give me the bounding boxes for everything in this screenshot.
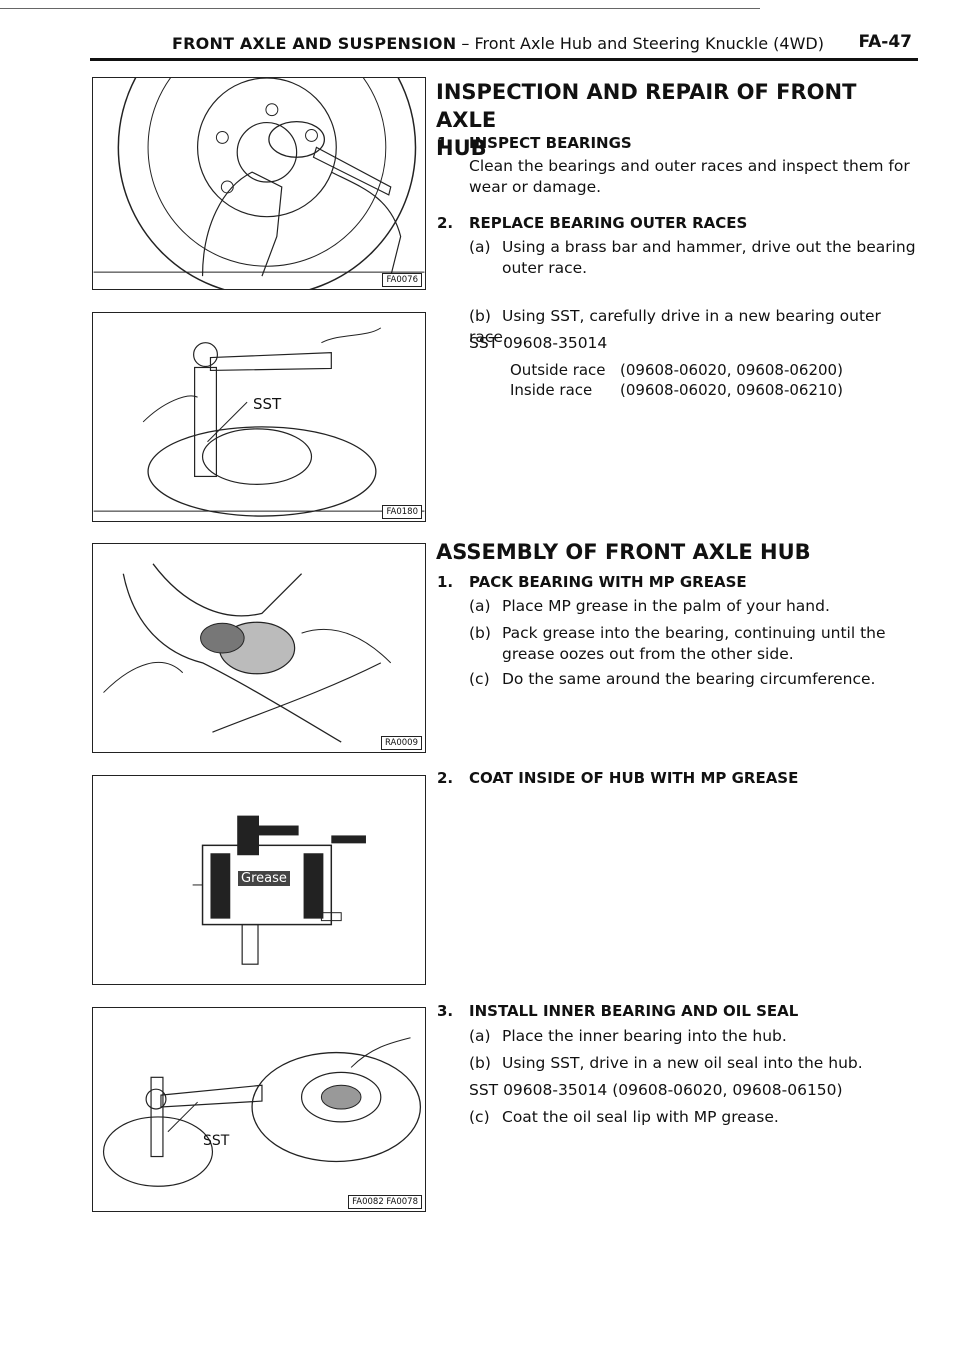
section-title-line: INSPECTION AND REPAIR OF FRONT AXLE bbox=[436, 80, 857, 132]
figure-hub-grease: Grease bbox=[92, 775, 426, 985]
sst-number: SST 09608-35014 bbox=[469, 334, 608, 352]
race-inside: Inside race (09608-06020, 09608-06210) bbox=[510, 380, 843, 400]
step-text: Clean the bearings and outer races and i… bbox=[469, 156, 919, 198]
step-number: 1. bbox=[437, 134, 454, 152]
text-line: grease oozes out from the other side. bbox=[502, 645, 794, 663]
header-title-bold: FRONT AXLE AND SUSPENSION bbox=[172, 34, 457, 53]
sst-label: SST bbox=[203, 1133, 230, 1149]
race-label: Inside race bbox=[510, 381, 593, 399]
figure-code: FA0076 bbox=[382, 273, 422, 287]
step-title: INSPECT BEARINGS bbox=[469, 134, 632, 152]
figure-code: FA0180 bbox=[382, 505, 422, 519]
substep-a: (a) Using a brass bar and hammer, drive o… bbox=[469, 237, 919, 279]
figure-install-seal: SST FA0082 FA0078 bbox=[92, 1007, 426, 1212]
hub-cross-section-illustration bbox=[192, 815, 366, 965]
text-line: Using SST, carefully drive in a new bear… bbox=[469, 307, 881, 346]
substep-b: (b)Using SST, carefully drive in a new b… bbox=[469, 306, 919, 348]
text-line: Pack grease into the bearing, continuing… bbox=[502, 624, 886, 642]
figure-inspect-bearings: FA0076 bbox=[92, 77, 426, 290]
step-replace-races: 2. REPLACE BEARING OUTER RACES bbox=[437, 213, 747, 233]
text-line: Coat the oil seal lip with MP grease. bbox=[502, 1108, 779, 1126]
step-number: 3. bbox=[437, 1002, 454, 1020]
substep-label: (b) bbox=[469, 624, 491, 642]
text-line: outer race. bbox=[502, 259, 588, 277]
seal-installation-illustration bbox=[102, 1037, 422, 1187]
header-title-rest: – Front Axle Hub and Steering Knuckle (4… bbox=[456, 34, 824, 53]
race-outside: Outside race (09608-06020, 09608-06200) bbox=[510, 360, 843, 380]
substep-label: (b) bbox=[469, 1054, 491, 1072]
header-rule bbox=[90, 58, 918, 61]
text-line: Using a brass bar and hammer, drive out … bbox=[502, 238, 916, 256]
sst-press-illustration bbox=[93, 327, 425, 517]
figure-code: RA0009 bbox=[380, 736, 422, 750]
section-title-assembly: ASSEMBLY OF FRONT AXLE HUB bbox=[436, 540, 811, 564]
substep-a: (a) Place the inner bearing into the hub. bbox=[469, 1026, 919, 1047]
figure-code: FA0082 FA0078 bbox=[348, 1195, 422, 1209]
substep-b: (b) Using SST, drive in a new oil seal in… bbox=[469, 1053, 919, 1074]
substep-label: (a) bbox=[469, 238, 491, 256]
bearing-hub-illustration bbox=[93, 78, 425, 289]
text-line: Do the same around the bearing circumfer… bbox=[502, 670, 876, 688]
race-value: (09608-06020, 09608-06210) bbox=[620, 381, 843, 399]
sst-label: SST bbox=[253, 395, 282, 413]
substep-c: (c) Coat the oil seal lip with MP grease. bbox=[469, 1107, 919, 1128]
sst-number: SST 09608-35014 (09608-06020, 09608-0615… bbox=[469, 1081, 843, 1099]
header-title: FRONT AXLE AND SUSPENSION – Front Axle H… bbox=[172, 34, 824, 53]
step-title: INSTALL INNER BEARING AND OIL SEAL bbox=[469, 1002, 799, 1020]
substep-label: (b) bbox=[469, 307, 491, 325]
step-title: PACK BEARING WITH MP GREASE bbox=[469, 573, 747, 591]
substep-b: (b) Pack grease into the bearing, continu… bbox=[469, 623, 919, 665]
step-number: 2. bbox=[437, 769, 454, 787]
text-line: Clean the bearings and outer races and i… bbox=[469, 157, 910, 175]
substep-label: (c) bbox=[469, 670, 490, 688]
text-line: Place MP grease in the palm of your hand… bbox=[502, 597, 830, 615]
step-inspect-bearings: 1. INSPECT BEARINGS bbox=[437, 133, 632, 153]
top-hairline bbox=[0, 8, 760, 9]
text-line: wear or damage. bbox=[469, 178, 602, 196]
page-number: FA-47 bbox=[858, 32, 912, 52]
race-label: Outside race bbox=[510, 361, 606, 379]
text-line: Using SST, drive in a new oil seal into … bbox=[502, 1054, 863, 1072]
step-title: REPLACE BEARING OUTER RACES bbox=[469, 214, 748, 232]
race-value: (09608-06020, 09608-06200) bbox=[620, 361, 843, 379]
hand-bearing-illustration bbox=[103, 563, 392, 743]
step-pack-bearing: 1. PACK BEARING WITH MP GREASE bbox=[437, 572, 747, 592]
step-number: 1. bbox=[437, 573, 454, 591]
figure-pack-grease: RA0009 bbox=[92, 543, 426, 753]
grease-label: Grease bbox=[238, 871, 290, 886]
step-number: 2. bbox=[437, 214, 454, 232]
page-header: FRONT AXLE AND SUSPENSION – Front Axle H… bbox=[90, 28, 920, 62]
step-install-seal: 3. INSTALL INNER BEARING AND OIL SEAL bbox=[437, 1001, 798, 1021]
substep-label: (a) bbox=[469, 597, 491, 615]
text-line: Place the inner bearing into the hub. bbox=[502, 1027, 787, 1045]
step-title: COAT INSIDE OF HUB WITH MP GREASE bbox=[469, 769, 799, 787]
section-title-line: HUB bbox=[436, 136, 487, 160]
substep-a: (a) Place MP grease in the palm of your h… bbox=[469, 596, 919, 617]
figure-replace-races: SST FA0180 bbox=[92, 312, 426, 522]
section-title-inspection: INSPECTION AND REPAIR OF FRONT AXLE HUB bbox=[436, 78, 916, 162]
step-coat-hub: 2. COAT INSIDE OF HUB WITH MP GREASE bbox=[437, 768, 798, 788]
substep-label: (a) bbox=[469, 1027, 491, 1045]
substep-label: (c) bbox=[469, 1108, 490, 1126]
substep-c: (c) Do the same around the bearing circum… bbox=[469, 669, 919, 690]
